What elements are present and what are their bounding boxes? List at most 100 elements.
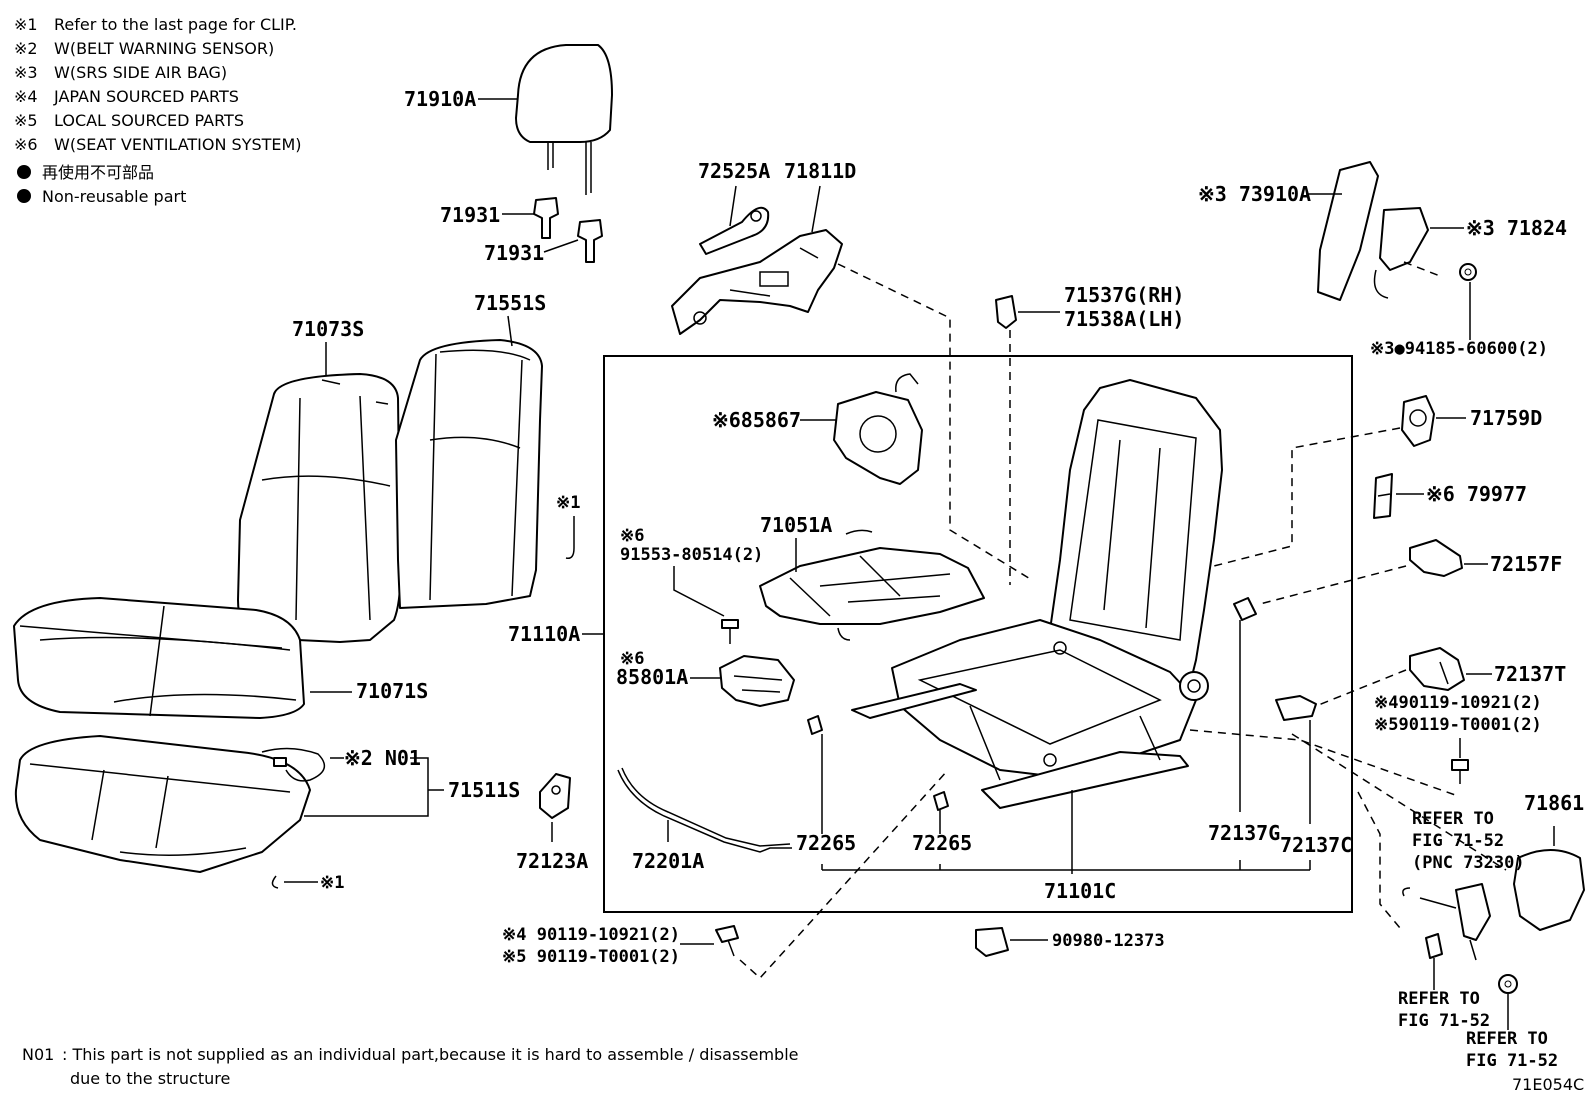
bolt-icon bbox=[721, 619, 739, 644]
ventilation-duct-icon bbox=[719, 655, 795, 707]
part-label-72157F: 72157F bbox=[1490, 552, 1562, 576]
recliner-handle-icon bbox=[699, 206, 770, 255]
footnote-line2: due to the structure bbox=[70, 1069, 230, 1088]
part-label-71110A: 71110A bbox=[508, 622, 580, 646]
figure-code: 71E054C bbox=[1512, 1075, 1584, 1094]
clip-icon bbox=[1425, 933, 1443, 959]
seat-belt-buckle-icon bbox=[1402, 883, 1491, 961]
bracket-icon bbox=[1409, 647, 1465, 691]
clip-note-1b: ※1 bbox=[320, 873, 344, 893]
note-6-mark: ※6 bbox=[14, 135, 38, 154]
part-label-72265-b: 72265 bbox=[912, 831, 972, 855]
part-label-72137C: 72137C bbox=[1280, 833, 1352, 857]
part-label-72265-a: 72265 bbox=[796, 831, 856, 855]
part-label-71071S: 71071S bbox=[356, 679, 428, 703]
cap-icon bbox=[975, 927, 1009, 957]
nut-icon bbox=[1498, 974, 1518, 994]
part-label-71811D: 71811D bbox=[784, 159, 856, 183]
part-label-72123A: 72123A bbox=[516, 849, 588, 873]
part-label-71551S: 71551S bbox=[474, 291, 546, 315]
refer-note-1-line3: (PNC 73230) bbox=[1412, 853, 1525, 873]
nut-icon bbox=[1459, 263, 1477, 281]
bolt-icon bbox=[1451, 759, 1469, 784]
belt-cover-icon bbox=[1513, 849, 1585, 931]
part-label-94185: ※3●94185-60600(2) bbox=[1370, 339, 1548, 359]
refer-note-1-line2: FIG 71-52 bbox=[1412, 831, 1504, 851]
note-3-text: W(SRS SIDE AIR BAG) bbox=[54, 63, 227, 82]
seat-back-cover-icon bbox=[395, 339, 543, 609]
part-label-90119-c: ※4 90119-10921(2) bbox=[502, 925, 680, 945]
clip-icon bbox=[1233, 597, 1317, 721]
bracket-icon bbox=[1409, 539, 1463, 577]
note-1-text: Refer to the last page for CLIP. bbox=[54, 15, 297, 34]
filled-circle-icon bbox=[17, 189, 31, 203]
part-label-71051A: 71051A bbox=[760, 513, 832, 537]
cover-cap-icon bbox=[1401, 395, 1435, 447]
refer-note-1-line1: REFER TO bbox=[1412, 809, 1494, 829]
headrest-icon bbox=[515, 44, 613, 195]
seat-cushion-pad-icon bbox=[13, 597, 305, 719]
part-label-85801A: 85801A bbox=[616, 665, 688, 689]
part-label-90119-b: ※590119-T0001(2) bbox=[1374, 715, 1542, 735]
part-label-85801A-mark: ※6 bbox=[620, 649, 644, 669]
refer-note-2-line2: FIG 71-52 bbox=[1398, 1011, 1490, 1031]
note-6-text: W(SEAT VENTILATION SYSTEM) bbox=[54, 135, 302, 154]
note-2-mark: ※2 bbox=[14, 39, 38, 58]
part-label-72201A: 72201A bbox=[632, 849, 704, 873]
part-label-73910A: ※3 73910A bbox=[1198, 182, 1311, 206]
part-label-71824: ※3 71824 bbox=[1466, 216, 1567, 240]
seat-frame-icon bbox=[851, 379, 1223, 809]
headrest-support-icon bbox=[533, 197, 603, 263]
refer-note-3-line2: FIG 71-52 bbox=[1466, 1051, 1558, 1071]
part-label-72525A: 72525A bbox=[698, 159, 770, 183]
part-label-90119-a: ※490119-10921(2) bbox=[1374, 693, 1542, 713]
part-label-79977: ※6 79977 bbox=[1426, 482, 1527, 506]
note-4-mark: ※4 bbox=[14, 87, 38, 106]
part-label-71101C: 71101C bbox=[1044, 879, 1116, 903]
part-label-N01: ※2 N01 bbox=[344, 746, 421, 770]
part-label-71073S: 71073S bbox=[292, 317, 364, 341]
legend-2-text: Non-reusable part bbox=[42, 187, 186, 206]
filled-circle-icon bbox=[17, 165, 31, 179]
wire-harness-icon bbox=[261, 747, 326, 782]
part-label-72137G: 72137G bbox=[1208, 821, 1280, 845]
part-label-71861: 71861 bbox=[1524, 791, 1584, 815]
footnote-line1: : This part is not supplied as an indivi… bbox=[62, 1045, 798, 1064]
part-label-91553-mark: ※6 bbox=[620, 526, 644, 546]
sensor-tag-icon bbox=[1373, 473, 1393, 519]
part-label-71538A: 71538A(LH) bbox=[1064, 307, 1184, 331]
note-3-mark: ※3 bbox=[14, 63, 38, 82]
clip-icon bbox=[995, 295, 1017, 329]
notes-block: ※1 Refer to the last page for CLIP. ※2 W… bbox=[14, 15, 302, 206]
note-1-mark: ※1 bbox=[14, 15, 38, 34]
part-label-90980: 90980-12373 bbox=[1052, 931, 1165, 951]
part-label-90119-d: ※5 90119-T0001(2) bbox=[502, 947, 680, 967]
side-airbag-icon bbox=[1317, 161, 1429, 301]
note-4-text: JAPAN SOURCED PARTS bbox=[53, 87, 239, 106]
recliner-cover-icon bbox=[671, 229, 843, 335]
part-label-71910A: 71910A bbox=[404, 87, 476, 111]
part-label-71537G: 71537G(RH) bbox=[1064, 283, 1184, 307]
seat-cushion-cover-icon bbox=[14, 735, 311, 873]
footnote-code: N01 bbox=[22, 1045, 54, 1064]
note-2-text: W(BELT WARNING SENSOR) bbox=[54, 39, 274, 58]
part-label-91553: 91553-80514(2) bbox=[620, 545, 763, 565]
part-label-71759D: 71759D bbox=[1470, 406, 1542, 430]
part-label-71931-b: 71931 bbox=[484, 241, 544, 265]
bolt-icon bbox=[715, 925, 739, 957]
part-label-85867: ※685867 bbox=[712, 408, 801, 432]
legend-1-text: 再使用不可部品 bbox=[42, 163, 154, 182]
wire-rod-icon bbox=[617, 767, 792, 853]
seat-spring-mat-icon bbox=[759, 529, 985, 641]
refer-note-3-line1: REFER TO bbox=[1466, 1029, 1548, 1049]
part-label-72137T: 72137T bbox=[1494, 662, 1566, 686]
note-5-mark: ※5 bbox=[14, 111, 38, 130]
refer-note-2-line1: REFER TO bbox=[1398, 989, 1480, 1009]
clip-note-1a: ※1 bbox=[556, 493, 580, 513]
seat-back-pad-icon bbox=[237, 373, 402, 643]
note-5-text: LOCAL SOURCED PARTS bbox=[54, 111, 244, 130]
ventilation-fan-icon bbox=[833, 373, 923, 485]
part-label-71511S: 71511S bbox=[448, 778, 520, 802]
bracket-icon bbox=[539, 773, 571, 819]
